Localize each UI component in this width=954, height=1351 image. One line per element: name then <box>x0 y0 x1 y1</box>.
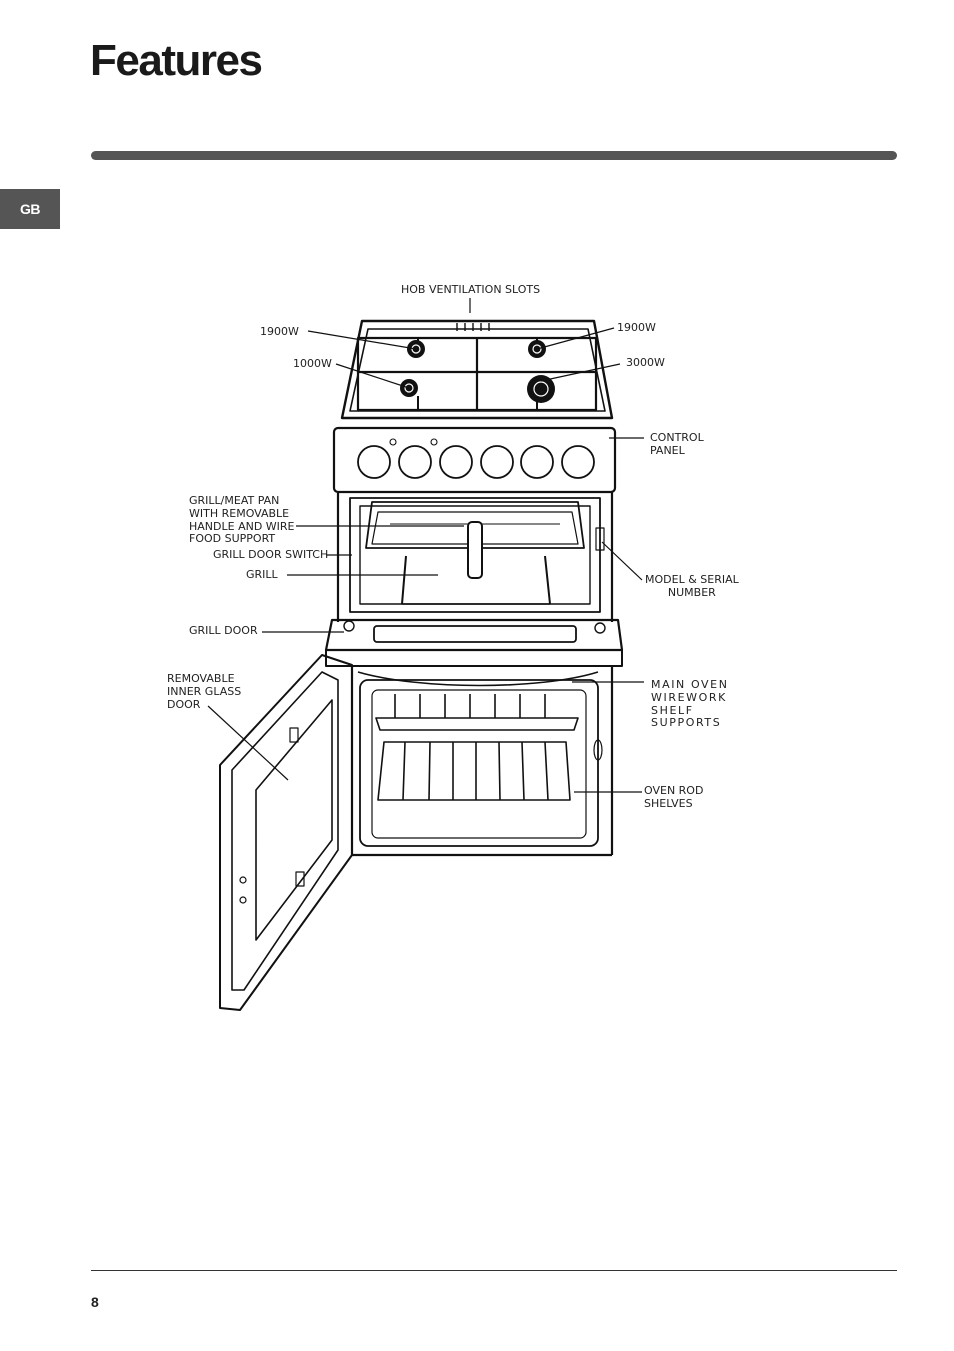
label-oven-rod-shelves: OVEN ROD SHELVES <box>644 784 704 810</box>
grill-pan-handle <box>467 521 483 579</box>
main-oven-door <box>219 654 353 1011</box>
label-removable-inner-glass-door: REMOVABLE INNER GLASS DOOR <box>167 672 242 711</box>
page-number: 8 <box>91 1294 99 1310</box>
upper-shelf <box>375 694 579 731</box>
label-hob-ventilation-slots: HOB VENTILATION SLOTS <box>401 283 541 296</box>
label-grill-door: GRILL DOOR <box>189 624 258 637</box>
label-burner-1900w-left: 1900W <box>260 325 299 338</box>
label-grill-door-switch: GRILL DOOR SWITCH <box>213 548 329 561</box>
header-divider <box>91 151 897 160</box>
control-knobs <box>357 445 595 479</box>
label-grill: GRILL <box>246 568 278 581</box>
lower-shelf <box>377 741 571 801</box>
grill-pan <box>365 501 585 549</box>
label-burner-3000w: 3000W <box>626 356 665 369</box>
hob <box>340 319 614 420</box>
label-main-oven-shelf-supports: MAIN OVEN WIREWORK SHELF SUPPORTS <box>651 678 729 730</box>
label-burner-1000w: 1000W <box>293 357 332 370</box>
control-panel <box>332 426 617 494</box>
footer-divider <box>91 1270 897 1271</box>
language-tab[interactable]: GB <box>0 189 60 229</box>
page-title: Features <box>90 36 263 85</box>
label-control-panel: CONTROL PANEL <box>650 431 704 457</box>
leader-lines <box>207 298 644 793</box>
ventilation-slots <box>456 323 490 331</box>
label-grill-meat-pan: GRILL/MEAT PAN WITH REMOVABLE HANDLE AND… <box>189 494 295 546</box>
grill-door <box>324 618 624 652</box>
burners <box>400 340 555 403</box>
label-model-serial-number: MODEL & SERIAL NUMBER <box>645 573 739 599</box>
label-burner-1900w-right: 1900W <box>617 321 656 334</box>
